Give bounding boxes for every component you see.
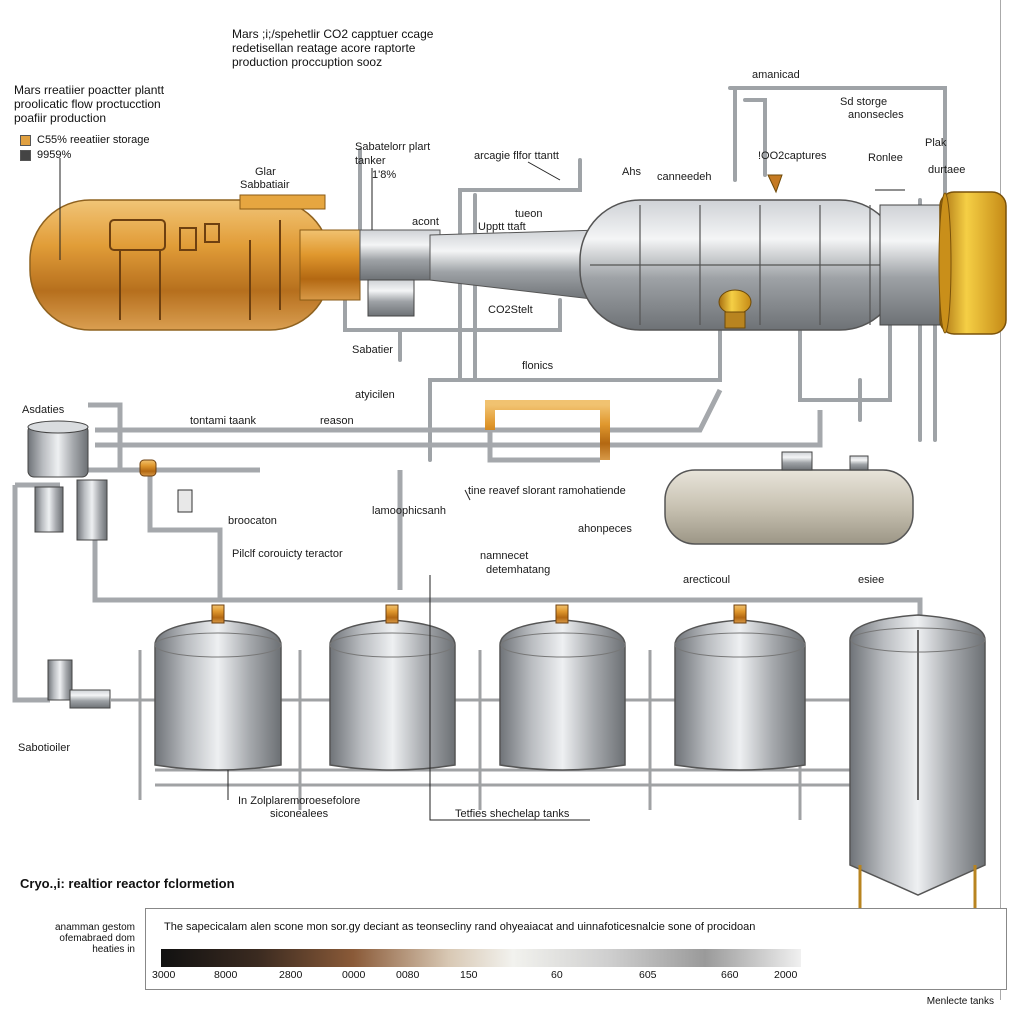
label-atyiciien: atyicilen — [355, 389, 395, 401]
label-nannect-2: detemhatang — [486, 564, 551, 576]
scale-tick: 605 — [639, 969, 657, 981]
label-sabatier-mid: Sabatier — [352, 344, 393, 356]
label-esiee: esiee — [858, 574, 885, 586]
title-line-1: Mars ;i;/spehetlir CO2 capptuer ccage — [232, 27, 434, 41]
scale-ticks: 3000 8000 2800 0000 0080 150 60 605 660 … — [146, 969, 1006, 983]
diagram-caption: Cryo.,i: realtior reactor fclormetion — [20, 876, 235, 891]
label-co-captures: !OO2captures — [758, 150, 827, 162]
gold-end-cylinder — [938, 191, 1007, 335]
label-nannect-1: namnecet — [480, 550, 529, 562]
storage-tank-large — [849, 614, 986, 915]
label-tuean-1: tueon — [515, 208, 543, 220]
label-sab-plant-1: Sabatelorr plart — [355, 141, 431, 153]
legend-label-1: C55% reeatiier storage — [37, 134, 150, 146]
scale-tick: 60 — [551, 969, 563, 981]
label-pilcif: Pilclf corouicty teractor — [232, 548, 343, 560]
label-arcticoul: arecticoul — [683, 574, 731, 586]
legend-label-2: 9959% — [37, 149, 72, 161]
side-note-line-1: anamman gestom — [54, 922, 135, 933]
plant-title-line-1: Mars rreatiier poactter plantt — [14, 83, 165, 97]
scale-tick: 660 — [721, 969, 739, 981]
footer-note: Menlecte tanks — [926, 996, 994, 1007]
label-amanicad: amanicad — [752, 69, 800, 81]
plant-title-line-3: poafiir production — [14, 111, 107, 125]
leader-lines — [59, 158, 905, 821]
scale-description: The sapecicalam alen scone mon sor.gy de… — [164, 921, 756, 933]
storage-tanks — [154, 604, 986, 915]
label-ahonpeces: ahonpeces — [578, 523, 632, 535]
label-lamophic: lamoophicsanh — [372, 505, 446, 517]
label-in-zohl-1: In Zolplaremoroesefolore — [238, 795, 361, 807]
storage-tank-1 — [154, 604, 282, 771]
beige-storage-drum — [664, 451, 914, 545]
label-plak: Plak — [925, 137, 947, 149]
side-note-line-2: ofemabraed dom — [59, 933, 135, 944]
copper-pipe — [485, 400, 610, 460]
scale-tick: 8000 — [214, 969, 238, 981]
storage-tank-4 — [674, 604, 806, 771]
label-saboticller: Sabotioiler — [18, 742, 70, 754]
legend-swatch-copper — [20, 134, 31, 146]
label-sd-storage-2: anonsecles — [848, 109, 904, 121]
sabatier-copper-tank — [29, 194, 441, 331]
label-col-stek: CO2Stelt — [488, 304, 533, 316]
title-line-2: redetisellan reatage acore raptorte — [232, 41, 416, 55]
label-glar: Glar — [255, 166, 276, 178]
storage-tank-2 — [329, 604, 456, 771]
legend-item-2: 9959% — [20, 149, 71, 161]
label-in-zohl-2: siconealees — [270, 808, 329, 820]
label-sab-plant-2: tanker — [355, 155, 386, 167]
legend-swatch-dark — [20, 149, 31, 161]
scale-gradient-bar — [161, 949, 801, 967]
title-line-3: production proccuption sooz — [232, 55, 383, 69]
label-acont: acont — [412, 216, 439, 228]
label-tontami: tontami taank — [190, 415, 257, 427]
label-broccaton: broocaton — [228, 515, 277, 527]
label-arcogic: arcagie flfor ttantt — [474, 150, 559, 162]
frame-right-line — [1000, 0, 1001, 1000]
central-reactor — [429, 174, 941, 331]
legend-item-1: C55% reeatiier storage — [20, 134, 150, 146]
scale-tick: 2000 — [774, 969, 798, 981]
label-sd-storage-1: Sd storge — [840, 96, 888, 108]
plant-title-line-2: proolicatic flow proctucction — [14, 97, 161, 111]
label-time-reavet: tine reavef slorant ramohatiende — [468, 485, 626, 497]
label-canneol: canneedeh — [657, 171, 712, 183]
label-ahs: Ahs — [622, 166, 641, 178]
label-sabbatiair: Sabbatiair — [240, 179, 290, 191]
label-tuean-2: Upptt ttaft — [478, 221, 526, 233]
label-tetfies: Tetfies shechelap tanks — [455, 808, 570, 820]
scale-tick: 3000 — [152, 969, 176, 981]
side-note: anamman gestom ofemabraed dom heaties in — [20, 922, 135, 955]
scale-tick: 2800 — [279, 969, 303, 981]
label-ronlee: Ronlee — [868, 152, 903, 164]
label-flonics: flonics — [522, 360, 554, 372]
scale-tick: 0000 — [342, 969, 366, 981]
label-reason: reason — [320, 415, 354, 427]
label-durtaee: durtaee — [928, 164, 966, 176]
scale-panel: The sapecicalam alen scone mon sor.gy de… — [145, 908, 1007, 990]
scale-tick: 150 — [460, 969, 478, 981]
label-sab-plant-3: 1'8% — [372, 169, 397, 181]
scale-tick: 0080 — [396, 969, 420, 981]
left-vessels — [27, 420, 193, 709]
label-asdaties: Asdaties — [22, 404, 65, 416]
side-note-line-3: heaties in — [92, 944, 135, 955]
storage-tank-3 — [499, 604, 626, 771]
